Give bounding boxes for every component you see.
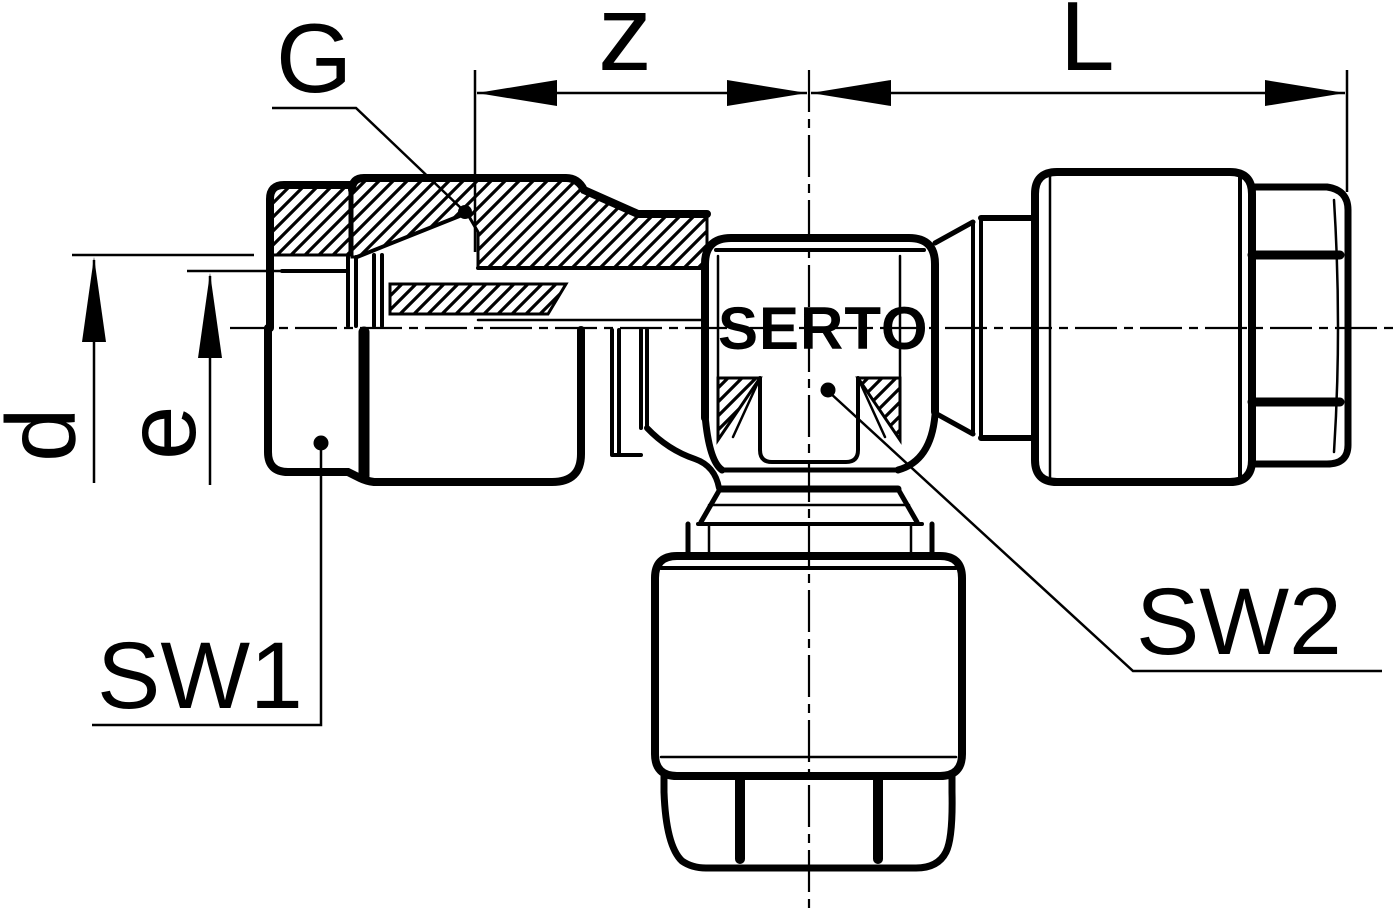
brand-marking: SERTO [718, 295, 929, 362]
bottom-hex-outline [660, 772, 956, 872]
body-bottom-fillet-right [894, 411, 939, 474]
body-band-outline [348, 174, 711, 218]
right-nut-outline [1031, 168, 1256, 486]
bottom-collar-sides [685, 521, 935, 559]
hatch-cone-wedge-right [855, 376, 902, 445]
e-arrow-up [198, 273, 222, 358]
label-e: e [106, 405, 216, 460]
left-nut-section-outline [266, 181, 356, 332]
label-g: G [276, 3, 352, 113]
sw2-leader-dot [820, 382, 836, 398]
dimension-arrowheads [82, 80, 1345, 358]
hatch-body-wall [350, 176, 709, 270]
leader-dots [313, 205, 836, 451]
bottom-hex-flats [735, 774, 883, 864]
g-leader-line [272, 106, 464, 211]
l-arrow-left [811, 80, 891, 106]
right-hex-outline [1248, 183, 1352, 468]
right-hex-face-arc [1332, 198, 1340, 454]
body-bottom-fillet-left [701, 411, 726, 474]
label-l: L [1060, 0, 1115, 91]
hatch-lower-sliver [388, 282, 569, 316]
fitting-outlines [264, 168, 1352, 872]
left-nut-exterior [264, 324, 585, 486]
center-body-chamfer-lines [716, 254, 902, 378]
right-cone-lines [932, 219, 976, 437]
thread-engagement-line [355, 211, 469, 259]
dimension-layer [72, 70, 1349, 485]
sw1-leader-line [92, 449, 323, 727]
bottom-collar-inner-lines [707, 524, 913, 558]
hatch-cone-wedge-left [716, 376, 763, 445]
label-sw1: SW1 [97, 623, 303, 729]
leader-lines [92, 106, 1382, 727]
center-body-outline [701, 234, 939, 422]
right-hex-flats [1247, 250, 1345, 407]
nut-step-lines [346, 253, 384, 328]
z-arrow-left [477, 80, 557, 106]
label-sw2: SW2 [1136, 569, 1342, 675]
thread-boss-lines [610, 328, 649, 457]
label-d: d [0, 407, 96, 462]
sw2-leader-line [828, 391, 1382, 673]
hatch-nut-wall [268, 183, 352, 257]
labels: G z L d e SW1 SW2 SERTO [0, 0, 1342, 729]
z-arrow-right [727, 80, 807, 106]
right-thread-cylinder [978, 215, 1038, 441]
d-arrow-up [82, 257, 106, 342]
label-z: z [598, 0, 652, 93]
g-leader-dot [458, 205, 472, 219]
body-shoulder-fillet [644, 425, 722, 491]
cone-surface-lines [731, 376, 887, 439]
centerlines [230, 70, 1398, 911]
sw1-leader-dot [313, 435, 329, 451]
l-arrow-right [1265, 80, 1345, 106]
